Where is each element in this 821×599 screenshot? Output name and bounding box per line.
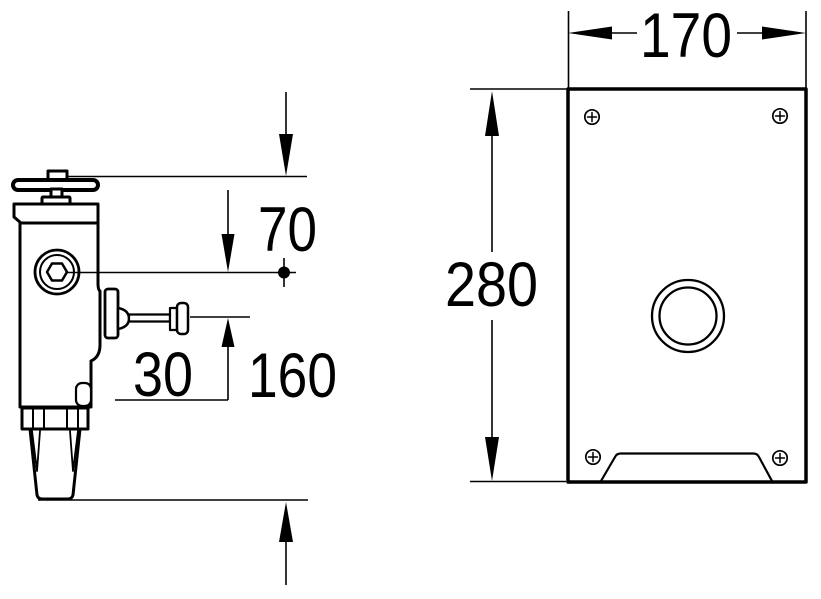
body-clip-tab — [74, 381, 93, 408]
valve-side-view: 70 30 160 — [11, 92, 337, 585]
arrow-up-icon — [279, 502, 293, 542]
valve-bonnet — [12, 202, 100, 225]
pushrod-end-cap — [175, 301, 190, 336]
screw-circle — [583, 108, 601, 126]
arrow-right-icon — [762, 26, 806, 40]
dim-label-70: 70 — [258, 195, 317, 265]
bottom-relief-trapezoid — [599, 452, 774, 483]
screw-bottom-right-icon — [771, 449, 789, 467]
tailpiece-rib-right — [69, 430, 79, 472]
screw-top-right-icon — [771, 107, 789, 125]
pushrod-shaft — [127, 313, 172, 323]
cover-plate — [566, 87, 808, 484]
outlet-tailpiece — [28, 427, 82, 501]
arrow-up-icon — [485, 91, 499, 136]
cover-plate-front-view: 170 280 — [445, 1, 808, 484]
screw-circle — [771, 449, 789, 467]
arrow-down-icon — [221, 234, 235, 272]
union-nut — [20, 406, 90, 431]
screw-circle — [584, 448, 602, 466]
screw-bottom-left-icon — [584, 448, 602, 466]
pushrod-flange — [103, 287, 120, 340]
dim-label-170: 170 — [640, 1, 732, 71]
pushrod-cone — [116, 306, 131, 331]
screw-circle — [771, 107, 789, 125]
arrow-left-icon — [568, 26, 612, 40]
dim-label-280: 280 — [445, 250, 538, 320]
arrow-up-icon — [221, 318, 235, 347]
arrow-down-icon — [485, 437, 499, 481]
dim-label-160: 160 — [248, 341, 337, 411]
dim-label-30: 30 — [133, 340, 193, 410]
push-button-outer-ring — [650, 278, 726, 354]
push-button-inner-ring — [658, 286, 718, 346]
tailpiece-rib-left — [31, 430, 41, 472]
arrow-down-icon — [279, 134, 293, 176]
screw-top-left-icon — [583, 108, 601, 126]
hex-socket — [45, 262, 69, 282]
